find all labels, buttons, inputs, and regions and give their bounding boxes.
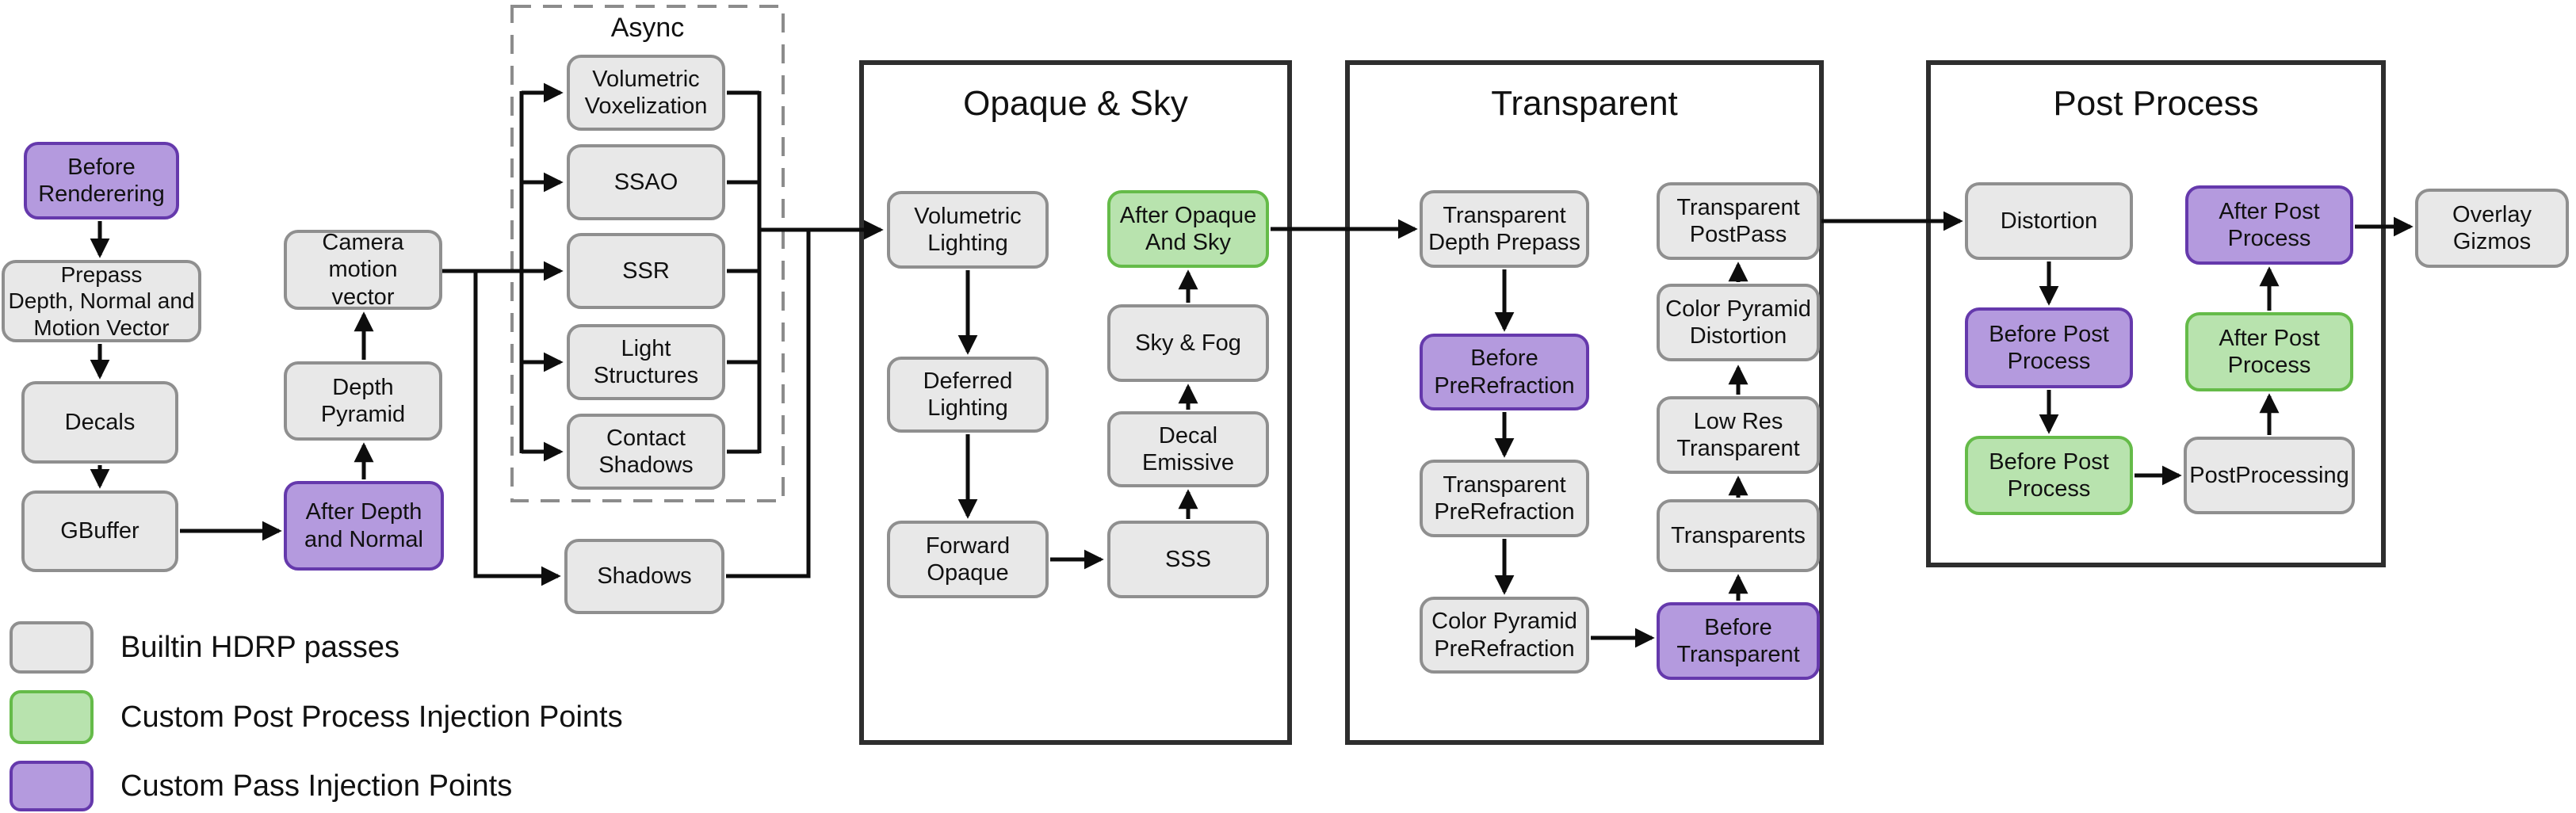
async-group-frame	[510, 5, 785, 502]
node-after-post-process-custom-post: After Post Process	[2185, 312, 2353, 391]
node-low-res-transparent: Low Res Transparent	[1657, 396, 1820, 474]
node-shadows: Shadows	[564, 539, 724, 614]
edge-shadows-out	[726, 228, 811, 578]
node-ssr: SSR	[567, 233, 725, 309]
node-forward-opaque: Forward Opaque	[887, 521, 1049, 598]
node-before-post-process-custom-pass: Before Post Process	[1965, 307, 2133, 388]
node-distortion: Distortion	[1965, 182, 2133, 260]
node-before-transparent: Before Transparent	[1657, 602, 1820, 680]
legend-item-custom-post-process: Custom Post Process Injection Points	[10, 690, 623, 744]
legend-item-custom-pass: Custom Pass Injection Points	[10, 761, 512, 811]
node-transparents: Transparents	[1657, 499, 1820, 572]
node-transparent-prerefraction: Transparent PreRefraction	[1420, 460, 1589, 537]
legend-swatch-custom-pass	[10, 761, 94, 811]
node-postprocessing: PostProcessing	[2184, 437, 2355, 514]
node-decal-emissive: Decal Emissive	[1107, 411, 1269, 487]
legend-label-builtin: Builtin HDRP passes	[120, 630, 400, 664]
node-after-opaque-and-sky: After Opaque And Sky	[1107, 190, 1269, 268]
node-color-pyramid-prerefraction: Color Pyramid PreRefraction	[1420, 597, 1589, 674]
legend-swatch-builtin	[10, 621, 94, 674]
node-before-post-process-custom-post: Before Post Process	[1965, 436, 2133, 515]
node-contact-shadows: Contact Shadows	[567, 414, 725, 490]
node-before-renderering: Before Renderering	[24, 142, 179, 219]
node-light-structures: Light Structures	[567, 324, 725, 400]
node-sss: SSS	[1107, 521, 1269, 598]
post-process-group-title: Post Process	[2053, 84, 2259, 123]
edge-branch-to-shadows	[473, 271, 561, 586]
node-camera-motion-vector: Camera motion vector	[284, 230, 442, 310]
node-after-depth-and-normal: After Depth and Normal	[284, 481, 444, 571]
node-gbuffer: GBuffer	[21, 490, 178, 572]
node-overlay-gizmos: Overlay Gizmos	[2415, 189, 2569, 268]
legend-item-builtin: Builtin HDRP passes	[10, 621, 399, 674]
transparent-group-title: Transparent	[1491, 84, 1678, 123]
node-after-post-process-custom-pass: After Post Process	[2185, 185, 2353, 265]
node-sky-fog: Sky & Fog	[1107, 304, 1269, 382]
node-color-pyramid-distortion: Color Pyramid Distortion	[1657, 284, 1820, 361]
legend-label-custom-post-process: Custom Post Process Injection Points	[120, 700, 623, 734]
node-deferred-lighting: Deferred Lighting	[887, 357, 1049, 433]
async-group-title: Async	[610, 13, 685, 43]
node-before-prerefraction: Before PreRefraction	[1420, 334, 1589, 410]
node-prepass: Prepass Depth, Normal and Motion Vector	[2, 260, 201, 342]
legend-label-custom-pass: Custom Pass Injection Points	[120, 769, 513, 803]
node-decals: Decals	[21, 381, 178, 464]
node-ssao: SSAO	[567, 144, 725, 220]
legend-swatch-custom-post-process	[10, 690, 94, 744]
node-depth-pyramid: Depth Pyramid	[284, 361, 442, 441]
node-volumetric-voxelization: Volumetric Voxelization	[567, 55, 725, 131]
opaque-sky-group-title: Opaque & Sky	[963, 84, 1188, 123]
node-volumetric-lighting: Volumetric Lighting	[887, 191, 1049, 269]
node-transparent-postpass: Transparent PostPass	[1657, 182, 1820, 260]
node-transparent-depth-prepass: Transparent Depth Prepass	[1420, 190, 1589, 268]
